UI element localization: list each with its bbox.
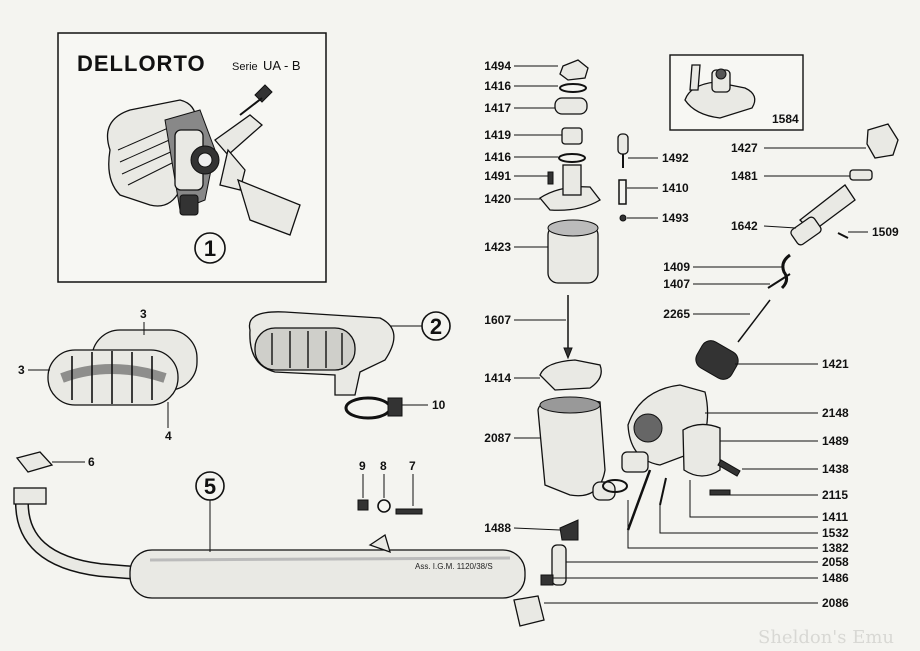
label-2265: 2265 xyxy=(663,307,690,321)
label-6: 6 xyxy=(88,455,95,469)
label-9: 9 xyxy=(359,459,366,473)
label-8: 8 xyxy=(380,459,387,473)
label-1488: 1488 xyxy=(484,521,511,535)
muffler-marking: Ass. I.G.M. 1120/38/S xyxy=(415,562,493,571)
label-1438: 1438 xyxy=(822,462,849,476)
right-callouts: 1492 1410 1493 1427 1481 1642 1509 1409 … xyxy=(544,141,899,610)
inset-carburetor-assembly: DELLORTO Serie UA - B 1 xyxy=(57,32,327,283)
label-1492: 1492 xyxy=(662,151,689,165)
label-1486: 1486 xyxy=(822,571,849,585)
label-1420: 1420 xyxy=(484,192,511,206)
label-1509: 1509 xyxy=(872,225,899,239)
label-1494: 1494 xyxy=(484,59,511,73)
label-1607: 1607 xyxy=(484,313,511,327)
label-1493: 1493 xyxy=(662,211,689,225)
watermark: Sheldon's Emu xyxy=(758,627,894,648)
label-1491: 1491 xyxy=(484,169,511,183)
label-2087: 2087 xyxy=(484,431,511,445)
label-2148: 2148 xyxy=(822,406,849,420)
serie-value: UA - B xyxy=(263,58,301,73)
label-7: 7 xyxy=(409,459,416,473)
label-1423: 1423 xyxy=(484,240,511,254)
brand-logo: DELLORTO xyxy=(77,51,206,76)
label-2086: 2086 xyxy=(822,596,849,610)
label-1417: 1417 xyxy=(484,101,511,115)
label-1489: 1489 xyxy=(822,434,849,448)
label-1421: 1421 xyxy=(822,357,849,371)
assembly-illustration xyxy=(106,84,301,236)
label-1416-top: 1416 xyxy=(484,79,511,93)
exhaust-system: 6 Ass. I.G.M. 1120/38/S 5 9 8 7 xyxy=(13,451,526,599)
label-10: 10 xyxy=(432,398,446,412)
label-1382: 1382 xyxy=(822,541,849,555)
label-1409: 1409 xyxy=(663,260,690,274)
label-1416-lower: 1416 xyxy=(484,150,511,164)
carburetor-parts xyxy=(513,59,899,627)
label-1411: 1411 xyxy=(822,510,848,524)
label-1584: 1584 xyxy=(772,112,799,126)
label-1481: 1481 xyxy=(731,169,758,183)
label-1642: 1642 xyxy=(731,219,758,233)
label-1419: 1419 xyxy=(484,128,511,142)
callout-number-5: 5 xyxy=(204,474,216,499)
label-1407: 1407 xyxy=(663,277,690,291)
label-3-left: 3 xyxy=(18,363,25,377)
air-filter: 3 3 4 xyxy=(18,307,198,443)
label-3-top: 3 xyxy=(140,307,147,321)
left-callouts: 1494 1416 1417 1419 1416 1491 1420 1423 … xyxy=(484,59,566,535)
label-1414: 1414 xyxy=(484,371,511,385)
label-1410: 1410 xyxy=(662,181,689,195)
label-2058: 2058 xyxy=(822,555,849,569)
serie-label: Serie xyxy=(232,61,258,73)
air-box: 2 10 xyxy=(248,311,451,420)
label-4: 4 xyxy=(165,429,172,443)
callout-number-2: 2 xyxy=(430,314,442,339)
callout-circle-1 xyxy=(194,232,226,264)
inset-cover-1584: 1584 xyxy=(669,54,804,131)
callout-number-1: 1 xyxy=(204,236,216,261)
label-1532: 1532 xyxy=(822,526,849,540)
label-2115: 2115 xyxy=(822,488,848,502)
label-1427: 1427 xyxy=(731,141,758,155)
